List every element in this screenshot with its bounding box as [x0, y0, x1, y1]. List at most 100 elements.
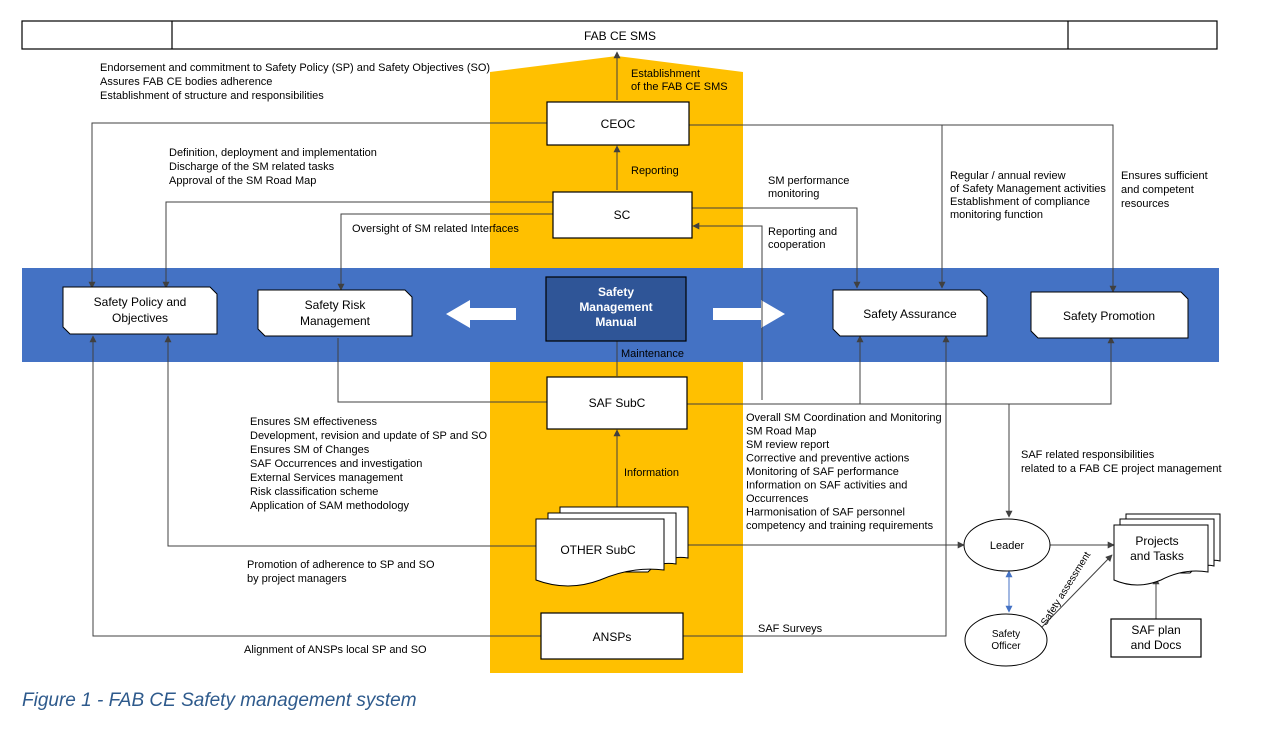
- figure-caption: Figure 1 - FAB CE Safety management syst…: [22, 690, 417, 711]
- resources-notes-line: Ensures sufficient: [1121, 170, 1208, 182]
- svg-text:CEOC: CEOC: [601, 117, 636, 131]
- header-title: FAB CE SMS: [584, 29, 656, 43]
- svg-text:SC: SC: [614, 208, 631, 222]
- leader-node: Leader: [963, 518, 1051, 572]
- saf-subc-right-notes-line: SM Road Map: [746, 426, 816, 438]
- alignment-label: Alignment of ANSPs local SP and SO: [244, 644, 427, 656]
- information-label: Information: [624, 467, 679, 479]
- review-notes-line: of Safety Management activities: [950, 183, 1106, 195]
- saf-subc-left-notes-line: Ensures SM of Changes: [250, 444, 370, 456]
- reporting-label: Reporting: [631, 165, 679, 177]
- saf-plan-label-line: SAF plan: [1131, 623, 1180, 637]
- safety-officer-label-line: Officer: [991, 641, 1021, 652]
- svg-text:ANSPs: ANSPs: [593, 630, 632, 644]
- ceoc-notes: Endorsement and commitment to Safety Pol…: [100, 62, 490, 102]
- saf-plan-label-line: and Docs: [1131, 638, 1182, 652]
- ansps-box: ANSPs: [540, 612, 684, 660]
- resources-notes-line: resources: [1121, 198, 1170, 210]
- svg-text:Safety Assurance: Safety Assurance: [863, 307, 957, 321]
- right-arrow-icon: [713, 300, 785, 328]
- review-notes-line: monitoring function: [950, 209, 1043, 221]
- sms-manual-label-line: Manual: [595, 315, 636, 329]
- saf-subc-right-notes-line: Information on SAF activities and: [746, 480, 907, 492]
- saf-subc-right-notes-line: SM review report: [746, 439, 829, 451]
- sc-box: SC: [552, 191, 693, 239]
- safety-promotion-box: Safety Promotion: [1030, 291, 1189, 339]
- oversight-label: Oversight of SM related Interfaces: [352, 223, 519, 235]
- reporting-cooperation-label-line: cooperation: [768, 239, 826, 251]
- sm-performance-label-line: SM performance: [768, 175, 849, 187]
- header-bar: FAB CE SMS: [21, 20, 1218, 50]
- sc-notes-line: Definition, deployment and implementatio…: [169, 147, 377, 159]
- sc-notes-line: Approval of the SM Road Map: [169, 175, 316, 187]
- projects-tasks-label-line: and Tasks: [1130, 549, 1184, 563]
- ceoc-notes-line: Establishment of structure and responsib…: [100, 90, 324, 102]
- saf-subc-left-notes-line: SAF Occurrences and investigation: [250, 458, 422, 470]
- sc-notes: Definition, deployment and implementatio…: [169, 147, 377, 187]
- resources-notes: Ensures sufficient and competent resources: [1121, 170, 1208, 210]
- promotion-adherence-notes: Promotion of adherence to SP and SO by pr…: [247, 559, 435, 585]
- sc-notes-line: Discharge of the SM related tasks: [169, 161, 335, 173]
- promotion-adherence-notes-line: Promotion of adherence to SP and SO: [247, 559, 435, 571]
- sms-manual-label-line: Management: [579, 300, 652, 314]
- safety-risk-label-line: Safety Risk: [305, 298, 367, 312]
- safety-policy-label-line: Safety Policy and: [94, 295, 187, 309]
- other-subc-box: OTHER SubC: [535, 506, 689, 587]
- safety-risk-label-line: Management: [300, 314, 371, 328]
- svg-text:Leader: Leader: [990, 540, 1025, 552]
- saf-surveys-label: SAF Surveys: [758, 623, 823, 635]
- safety-officer-label-line: Safety: [992, 629, 1020, 640]
- safety-assurance-box: Safety Assurance: [832, 289, 988, 337]
- saf-subc-right-notes-line: Overall SM Coordination and Monitoring: [746, 412, 942, 424]
- saf-related-notes-line: related to a FAB CE project management: [1021, 463, 1222, 475]
- saf-subc-box: SAF SubC: [546, 376, 688, 430]
- saf-subc-left-notes-line: Risk classification scheme: [250, 486, 378, 498]
- ceoc-box: CEOC: [546, 101, 690, 146]
- ceoc-notes-line: Endorsement and commitment to Safety Pol…: [100, 62, 490, 74]
- svg-text:SAF SubC: SAF SubC: [589, 396, 646, 410]
- saf-subc-right-notes-line: Occurrences: [746, 493, 809, 505]
- safety-assessment-label: Safety assessment: [1039, 550, 1093, 628]
- safety-policy-label-line: Objectives: [112, 311, 168, 325]
- resources-notes-line: and competent: [1121, 184, 1194, 196]
- establishment-label-line: Establishment: [631, 68, 700, 80]
- svg-text:Safety Promotion: Safety Promotion: [1063, 309, 1155, 323]
- reporting-cooperation-label-line: Reporting and: [768, 226, 837, 238]
- left-arrow-icon: [446, 300, 516, 328]
- saf-subc-right-notes-line: competency and training requirements: [746, 520, 934, 532]
- maintenance-label: Maintenance: [621, 348, 684, 360]
- ceoc-notes-line: Assures FAB CE bodies adherence: [100, 76, 272, 88]
- sms-manual-label-line: Safety: [598, 285, 634, 299]
- saf-subc-right-notes-line: Harmonisation of SAF personnel: [746, 507, 905, 519]
- saf-subc-left-notes-line: External Services management: [250, 472, 403, 484]
- sm-performance-label-line: monitoring: [768, 188, 819, 200]
- saf-subc-right-notes-line: Corrective and preventive actions: [746, 453, 910, 465]
- establishment-label-line: of the FAB CE SMS: [631, 81, 728, 93]
- promotion-adherence-notes-line: by project managers: [247, 573, 347, 585]
- review-notes-line: Establishment of compliance: [950, 196, 1090, 208]
- saf-subc-left-notes-line: Application of SAM methodology: [250, 500, 409, 512]
- saf-subc-left-notes-line: Development, revision and update of SP a…: [250, 430, 488, 442]
- svg-text:OTHER SubC: OTHER SubC: [560, 543, 636, 557]
- saf-subc-right-notes-line: Monitoring of SAF performance: [746, 466, 899, 478]
- saf-subc-left-notes-line: Ensures SM effectiveness: [250, 416, 377, 428]
